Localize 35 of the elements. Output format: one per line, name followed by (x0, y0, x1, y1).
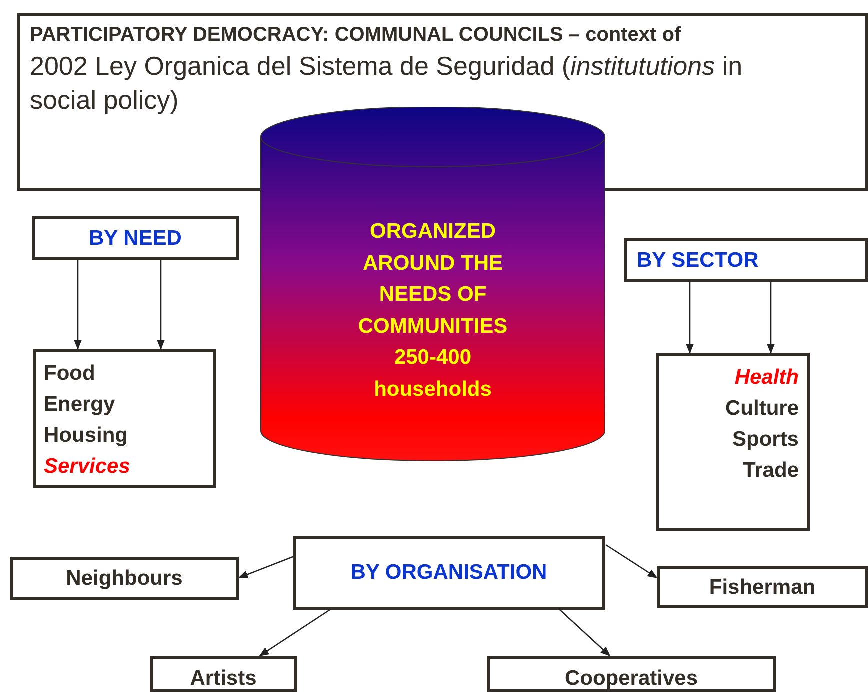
box-label: Health (734, 365, 799, 391)
text-box (150, 656, 297, 692)
arrow (259, 609, 330, 657)
box-label: Fisherman (709, 574, 816, 600)
box-label: Artists (190, 666, 257, 692)
box-label: BY ORGANISATION (350, 560, 548, 586)
text-box (657, 566, 868, 608)
arrow (767, 282, 775, 354)
text-box (32, 216, 239, 260)
text-box (33, 349, 216, 488)
text-box (487, 656, 776, 692)
box-label: Trade (742, 458, 799, 484)
arrow (238, 556, 294, 579)
box-label: Housing (44, 423, 129, 449)
text-box (656, 353, 810, 531)
arrow (686, 282, 694, 354)
box-label: Food (44, 361, 96, 387)
title-heading: PARTICIPATORY DEMOCRACY: COMMUNAL COUNCILS – context of (30, 23, 682, 48)
text-box (10, 557, 239, 600)
title-text: 2002 Ley Organica del Sistema de Seguridad (institututions in social policy) (30, 50, 744, 117)
arrow (606, 544, 658, 579)
arrow (157, 260, 165, 350)
box-label: Services (44, 454, 132, 480)
box-label: BY NEED (89, 226, 182, 252)
text-box (293, 536, 605, 610)
box-label: Energy (44, 392, 116, 418)
box-label: Neighbours (66, 566, 183, 592)
box-label: Cooperatives (564, 666, 698, 692)
cylinder-label: ORGANIZED AROUND THE NEEDS OF COMMUNITIES 250-400 households (357, 219, 509, 402)
box-label: BY SECTOR (637, 248, 760, 274)
arrow (560, 610, 611, 657)
box-label: Sports (731, 427, 799, 453)
box-label: Culture (724, 396, 799, 422)
arrow (74, 260, 82, 350)
text-box (624, 238, 868, 282)
